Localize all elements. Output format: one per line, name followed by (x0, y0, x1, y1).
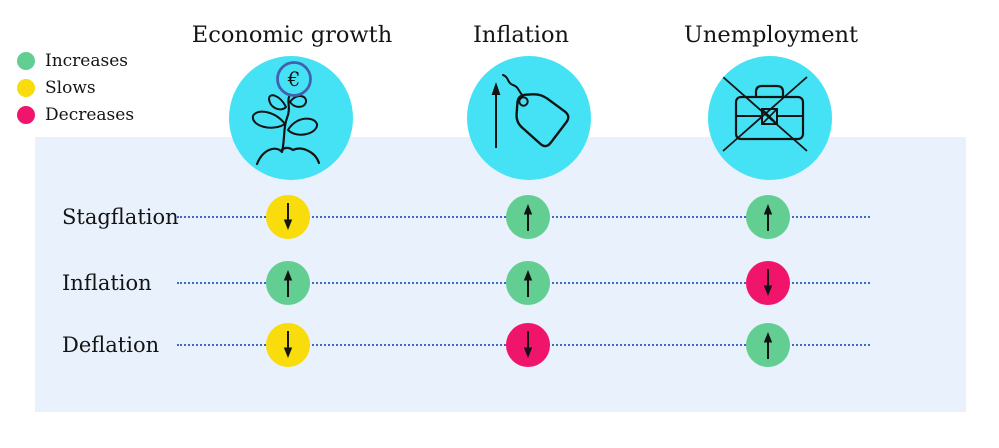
inflation-circle (467, 56, 591, 180)
legend: Increases Slows Decreases (17, 47, 134, 128)
arrow-up-icon (763, 332, 773, 359)
euro-symbol: € (287, 67, 301, 91)
legend-label: Decreases (45, 104, 135, 125)
row-label-inflation: Inflation (62, 271, 152, 295)
slows-dot-icon (17, 78, 35, 97)
cell-deflation-inflation (506, 323, 550, 367)
arrow-down-icon (283, 203, 293, 230)
legend-item-decreases: Decreases (17, 101, 134, 128)
plant-euro-coin-icon: € (251, 61, 321, 166)
arrow-up-icon (283, 270, 293, 297)
row-label-stagflation: Stagflation (62, 205, 179, 229)
column-header-unemployment: Unemployment (683, 22, 859, 48)
increases-dot-icon (17, 51, 35, 70)
arrow-up-icon (523, 270, 533, 297)
column-header-inflation: Inflation (472, 22, 570, 48)
cell-deflation-unemployment (746, 323, 790, 367)
crossed-briefcase-icon (722, 76, 808, 152)
unemployment-circle (708, 56, 832, 180)
arrow-down-icon (763, 269, 773, 296)
cell-deflation-economic-growth (266, 323, 310, 367)
decreases-dot-icon (17, 105, 35, 124)
arrow-up-icon (763, 204, 773, 231)
column-header-economic-growth: Economic growth (191, 22, 393, 48)
background-panel (35, 137, 966, 412)
cell-stagflation-inflation (506, 195, 550, 239)
cell-inflation-unemployment (746, 261, 790, 305)
cell-inflation-economic-growth (266, 261, 310, 305)
cell-inflation-inflation (506, 261, 550, 305)
cell-stagflation-economic-growth (266, 195, 310, 239)
legend-label: Increases (45, 50, 129, 71)
economic-growth-circle: € (229, 56, 353, 180)
legend-label: Slows (45, 77, 96, 98)
row-label-deflation: Deflation (62, 333, 160, 357)
legend-item-increases: Increases (17, 47, 134, 74)
arrow-up-icon (523, 204, 533, 231)
arrow-down-icon (283, 331, 293, 358)
price-tag-rising-icon (491, 74, 570, 148)
cell-stagflation-unemployment (746, 195, 790, 239)
legend-item-slows: Slows (17, 74, 134, 101)
arrow-down-icon (523, 331, 533, 358)
